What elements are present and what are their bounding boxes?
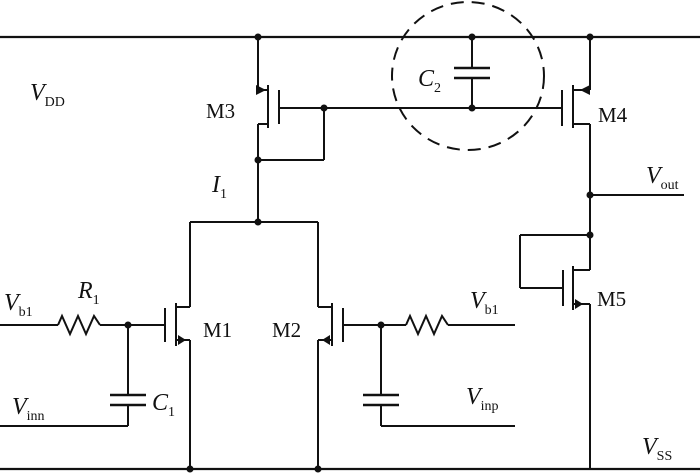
label-vb1-right: Vb1 — [470, 288, 499, 318]
label-vinn: Vinn — [12, 394, 45, 424]
c2-highlight-circle — [391, 1, 545, 151]
transistor-m2 — [317, 222, 344, 469]
transistor-m1 — [164, 222, 191, 469]
label-c2: C2 — [418, 66, 441, 96]
label-vout: Vout — [646, 163, 679, 193]
label-m4: M4 — [598, 103, 628, 127]
label-vdd: VDD — [30, 80, 65, 110]
capacitor-c2 — [454, 37, 490, 108]
label-m1: M1 — [203, 318, 232, 342]
label-m2: M2 — [272, 318, 301, 342]
m1-gate-network — [0, 313, 165, 427]
transistor-m4 — [472, 37, 684, 235]
junction-dots — [124, 33, 594, 473]
label-c1: C1 — [152, 390, 175, 420]
label-m3: M3 — [206, 99, 235, 123]
label-vb1-left: Vb1 — [4, 290, 33, 320]
label-i1: I1 — [211, 172, 227, 202]
transistor-m5 — [519, 234, 591, 469]
label-r1: R1 — [77, 278, 100, 308]
transistor-m3 — [256, 37, 472, 222]
label-vinp: Vinp — [466, 384, 499, 414]
m2-gate-network — [343, 313, 515, 427]
label-m5: M5 — [597, 287, 626, 311]
label-vss: VSS — [642, 434, 672, 464]
